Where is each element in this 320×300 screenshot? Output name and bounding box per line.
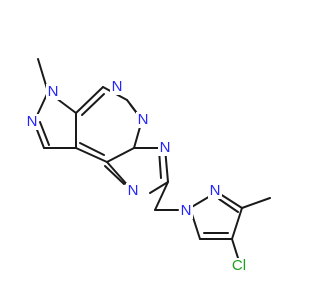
atom-n-bridge: N	[138, 111, 149, 128]
bond-pyrazole2-3	[231, 207, 243, 240]
atom-n-pyrazole2-top: N	[210, 182, 221, 199]
bond-pyrimidine-5	[106, 147, 135, 163]
molecule-structure-diagram: N N N N N N N N Cl	[25, 58, 271, 274]
atom-n-pyrimidine: N	[112, 78, 123, 95]
atom-n-pyrazole: N	[27, 113, 38, 130]
bond-c-cl	[231, 238, 239, 259]
atom-cl: Cl	[232, 257, 246, 274]
bonds	[33, 58, 271, 259]
atom-n-methyl: N	[48, 83, 59, 100]
atom-labels: N N N N N N N N Cl	[25, 78, 250, 274]
bond-linker-1	[154, 181, 169, 211]
atom-n-triazole-right: N	[160, 139, 171, 156]
atom-n-triazole-bottom: N	[128, 182, 139, 199]
bond-pyrazole2-2b	[218, 198, 239, 213]
atom-n-pyrazole2-ring: N	[181, 202, 192, 219]
bond-pyrimidine-1b	[81, 93, 105, 116]
bond-pyrimidine-1	[75, 86, 104, 114]
bond-pyrimidine-6b	[79, 142, 105, 156]
bond-triazole-3	[149, 181, 169, 194]
bond-triazole-4b	[104, 165, 125, 185]
bond-pyrazole2-methyl	[241, 197, 271, 209]
bond-n-c-pyrazole-double-2	[39, 121, 50, 146]
bond-pyrimidine-6	[75, 147, 108, 163]
